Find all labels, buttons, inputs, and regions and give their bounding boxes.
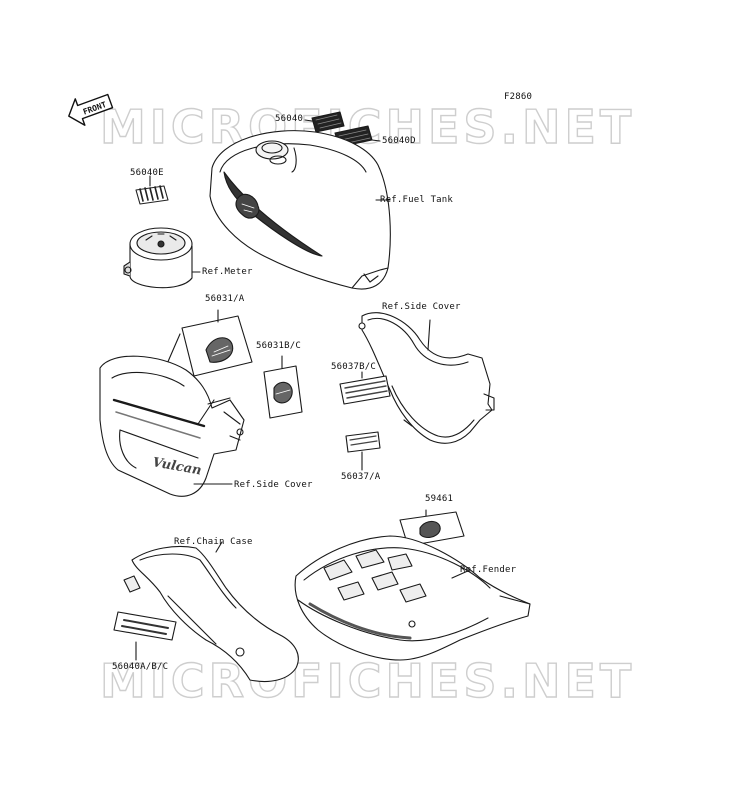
front-arrow-icon: FRONT xyxy=(68,93,114,126)
label-ref-meter: Ref.Meter xyxy=(202,267,253,277)
label-56031a: 56031/A xyxy=(205,294,245,304)
label-59461: 59461 xyxy=(425,494,454,504)
label-56037bc: 56037B/C xyxy=(331,362,376,372)
fender-drawing xyxy=(294,535,531,661)
label-56040abc: 56040A/B/C xyxy=(112,662,169,672)
label-ref-side-cover-right: Ref.Side Cover xyxy=(382,302,461,312)
decal-56031bc xyxy=(263,355,303,419)
label-ref-chain-case: Ref.Chain Case xyxy=(174,537,253,547)
meter-drawing xyxy=(123,227,201,289)
label-56040e: 56040E xyxy=(130,168,164,178)
label-56037a: 56037/A xyxy=(341,472,381,482)
decal-56037bc xyxy=(339,371,391,405)
watermark-bottom: MICROFICHES.NET xyxy=(99,654,636,708)
label-56040: 56040 xyxy=(275,114,304,124)
figure-code: F2860 xyxy=(504,92,533,102)
label-ref-fender: Ref.Fender xyxy=(460,565,517,575)
decal-56031a xyxy=(159,309,253,381)
label-56040d: 56040D xyxy=(382,136,416,146)
chain-case-drawing xyxy=(123,541,299,683)
side-cover-right-drawing xyxy=(358,312,495,444)
label-56031bc: 56031B/C xyxy=(256,341,301,351)
side-cover-left-drawing: Vulcan xyxy=(99,355,245,497)
decal-56040abc xyxy=(113,611,177,661)
label-ref-side-cover-left: Ref.Side Cover xyxy=(234,480,313,490)
decal-56040 xyxy=(304,111,345,133)
decal-56037a xyxy=(345,431,381,471)
fuel-tank-drawing xyxy=(209,130,391,290)
label-ref-fuel-tank: Ref.Fuel Tank xyxy=(380,195,454,205)
decal-56040e xyxy=(135,175,169,205)
